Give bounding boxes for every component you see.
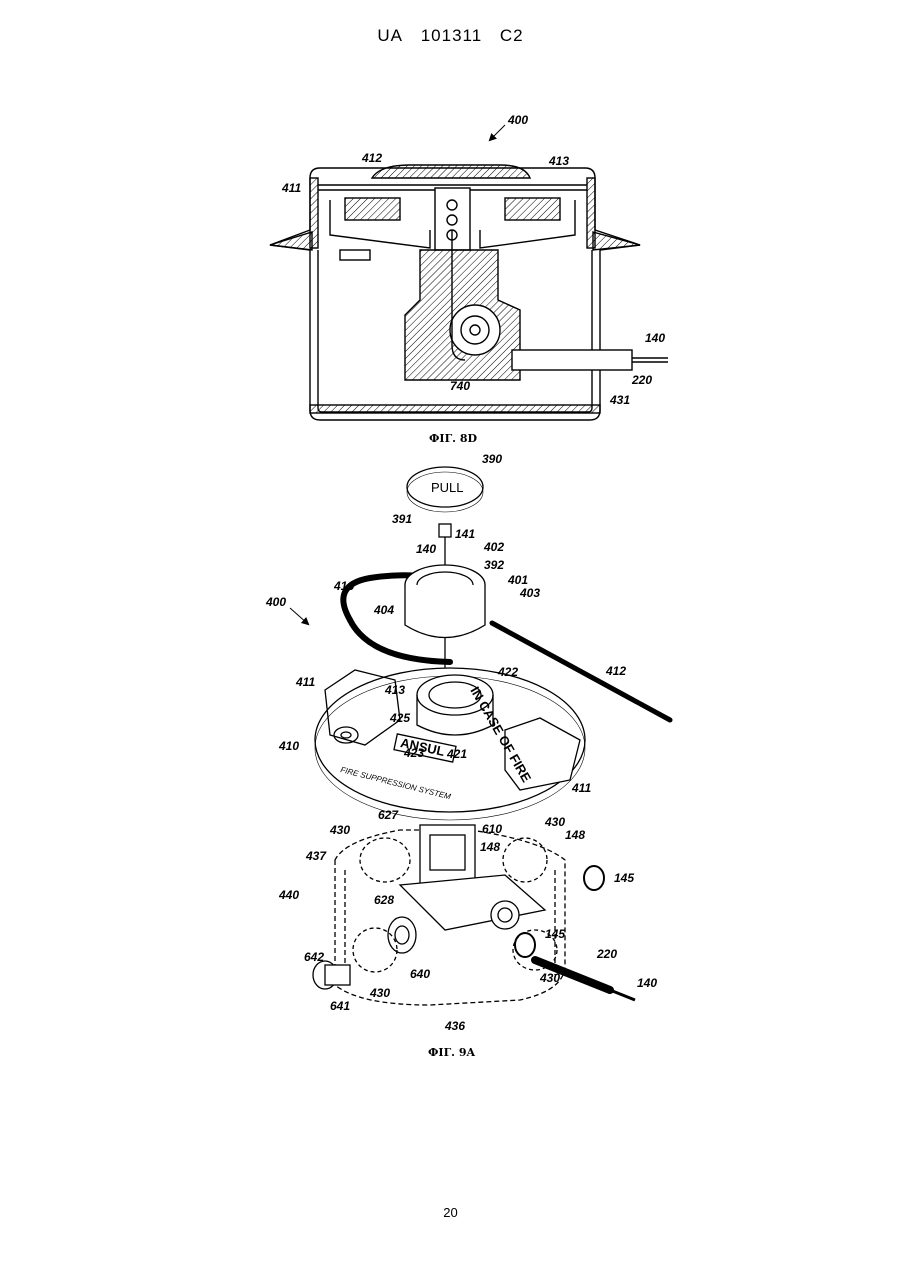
label-436: 436 [444, 1019, 465, 1033]
label-627: 627 [378, 808, 399, 822]
label-391: 391 [392, 512, 412, 526]
label-145-bottom: 145 [545, 927, 565, 941]
label-403: 403 [519, 586, 540, 600]
label-411-9a-right: 411 [571, 781, 591, 795]
label-220-9a: 220 [596, 947, 617, 961]
label-390: 390 [482, 452, 502, 466]
pull-button-text: PULL [431, 480, 464, 495]
label-423: 423 [403, 746, 424, 760]
label-422: 422 [497, 665, 518, 679]
figure-9a-caption: ФІГ. 9A [428, 1046, 475, 1059]
label-411-9a-left: 411 [295, 675, 315, 689]
label-642: 642 [304, 950, 324, 964]
label-140-8d: 140 [645, 331, 665, 345]
label-145-top: 145 [614, 871, 634, 885]
label-140-9a-bottom: 140 [637, 976, 657, 990]
label-412-8d: 412 [361, 151, 382, 165]
label-148-right: 148 [565, 828, 585, 842]
figure-8d-caption: ФІГ. 8D [429, 432, 477, 445]
label-413-9a: 413 [384, 683, 405, 697]
label-740-8d: 740 [450, 379, 470, 393]
label-610: 610 [482, 822, 502, 836]
label-430-lower-left: 430 [369, 986, 390, 1000]
page-number: 20 [0, 1205, 901, 1220]
label-431-8d: 431 [609, 393, 630, 407]
label-400-8d: 400 [507, 113, 528, 127]
label-220-8d: 220 [631, 373, 652, 387]
label-416: 416 [333, 579, 354, 593]
label-141: 141 [455, 527, 475, 541]
label-148-center: 148 [480, 840, 500, 854]
label-440: 440 [278, 888, 299, 902]
label-430-lower-right: 430 [539, 971, 560, 985]
label-430-upper-left: 430 [329, 823, 350, 837]
label-392: 392 [484, 558, 504, 572]
label-437: 437 [305, 849, 327, 863]
label-140-9a-top: 140 [416, 542, 436, 556]
label-412-9a: 412 [605, 664, 626, 678]
label-410: 410 [278, 739, 299, 753]
label-425: 425 [389, 711, 410, 725]
label-400-9a: 400 [265, 595, 286, 609]
label-404: 404 [373, 603, 394, 617]
label-413-8d: 413 [548, 154, 569, 168]
label-430-upper-right: 430 [544, 815, 565, 829]
label-628: 628 [374, 893, 394, 907]
label-421: 421 [446, 747, 467, 761]
label-641: 641 [330, 999, 350, 1013]
label-640: 640 [410, 967, 430, 981]
label-402: 402 [483, 540, 504, 554]
label-411-8d: 411 [281, 181, 301, 195]
label-401: 401 [507, 573, 528, 587]
